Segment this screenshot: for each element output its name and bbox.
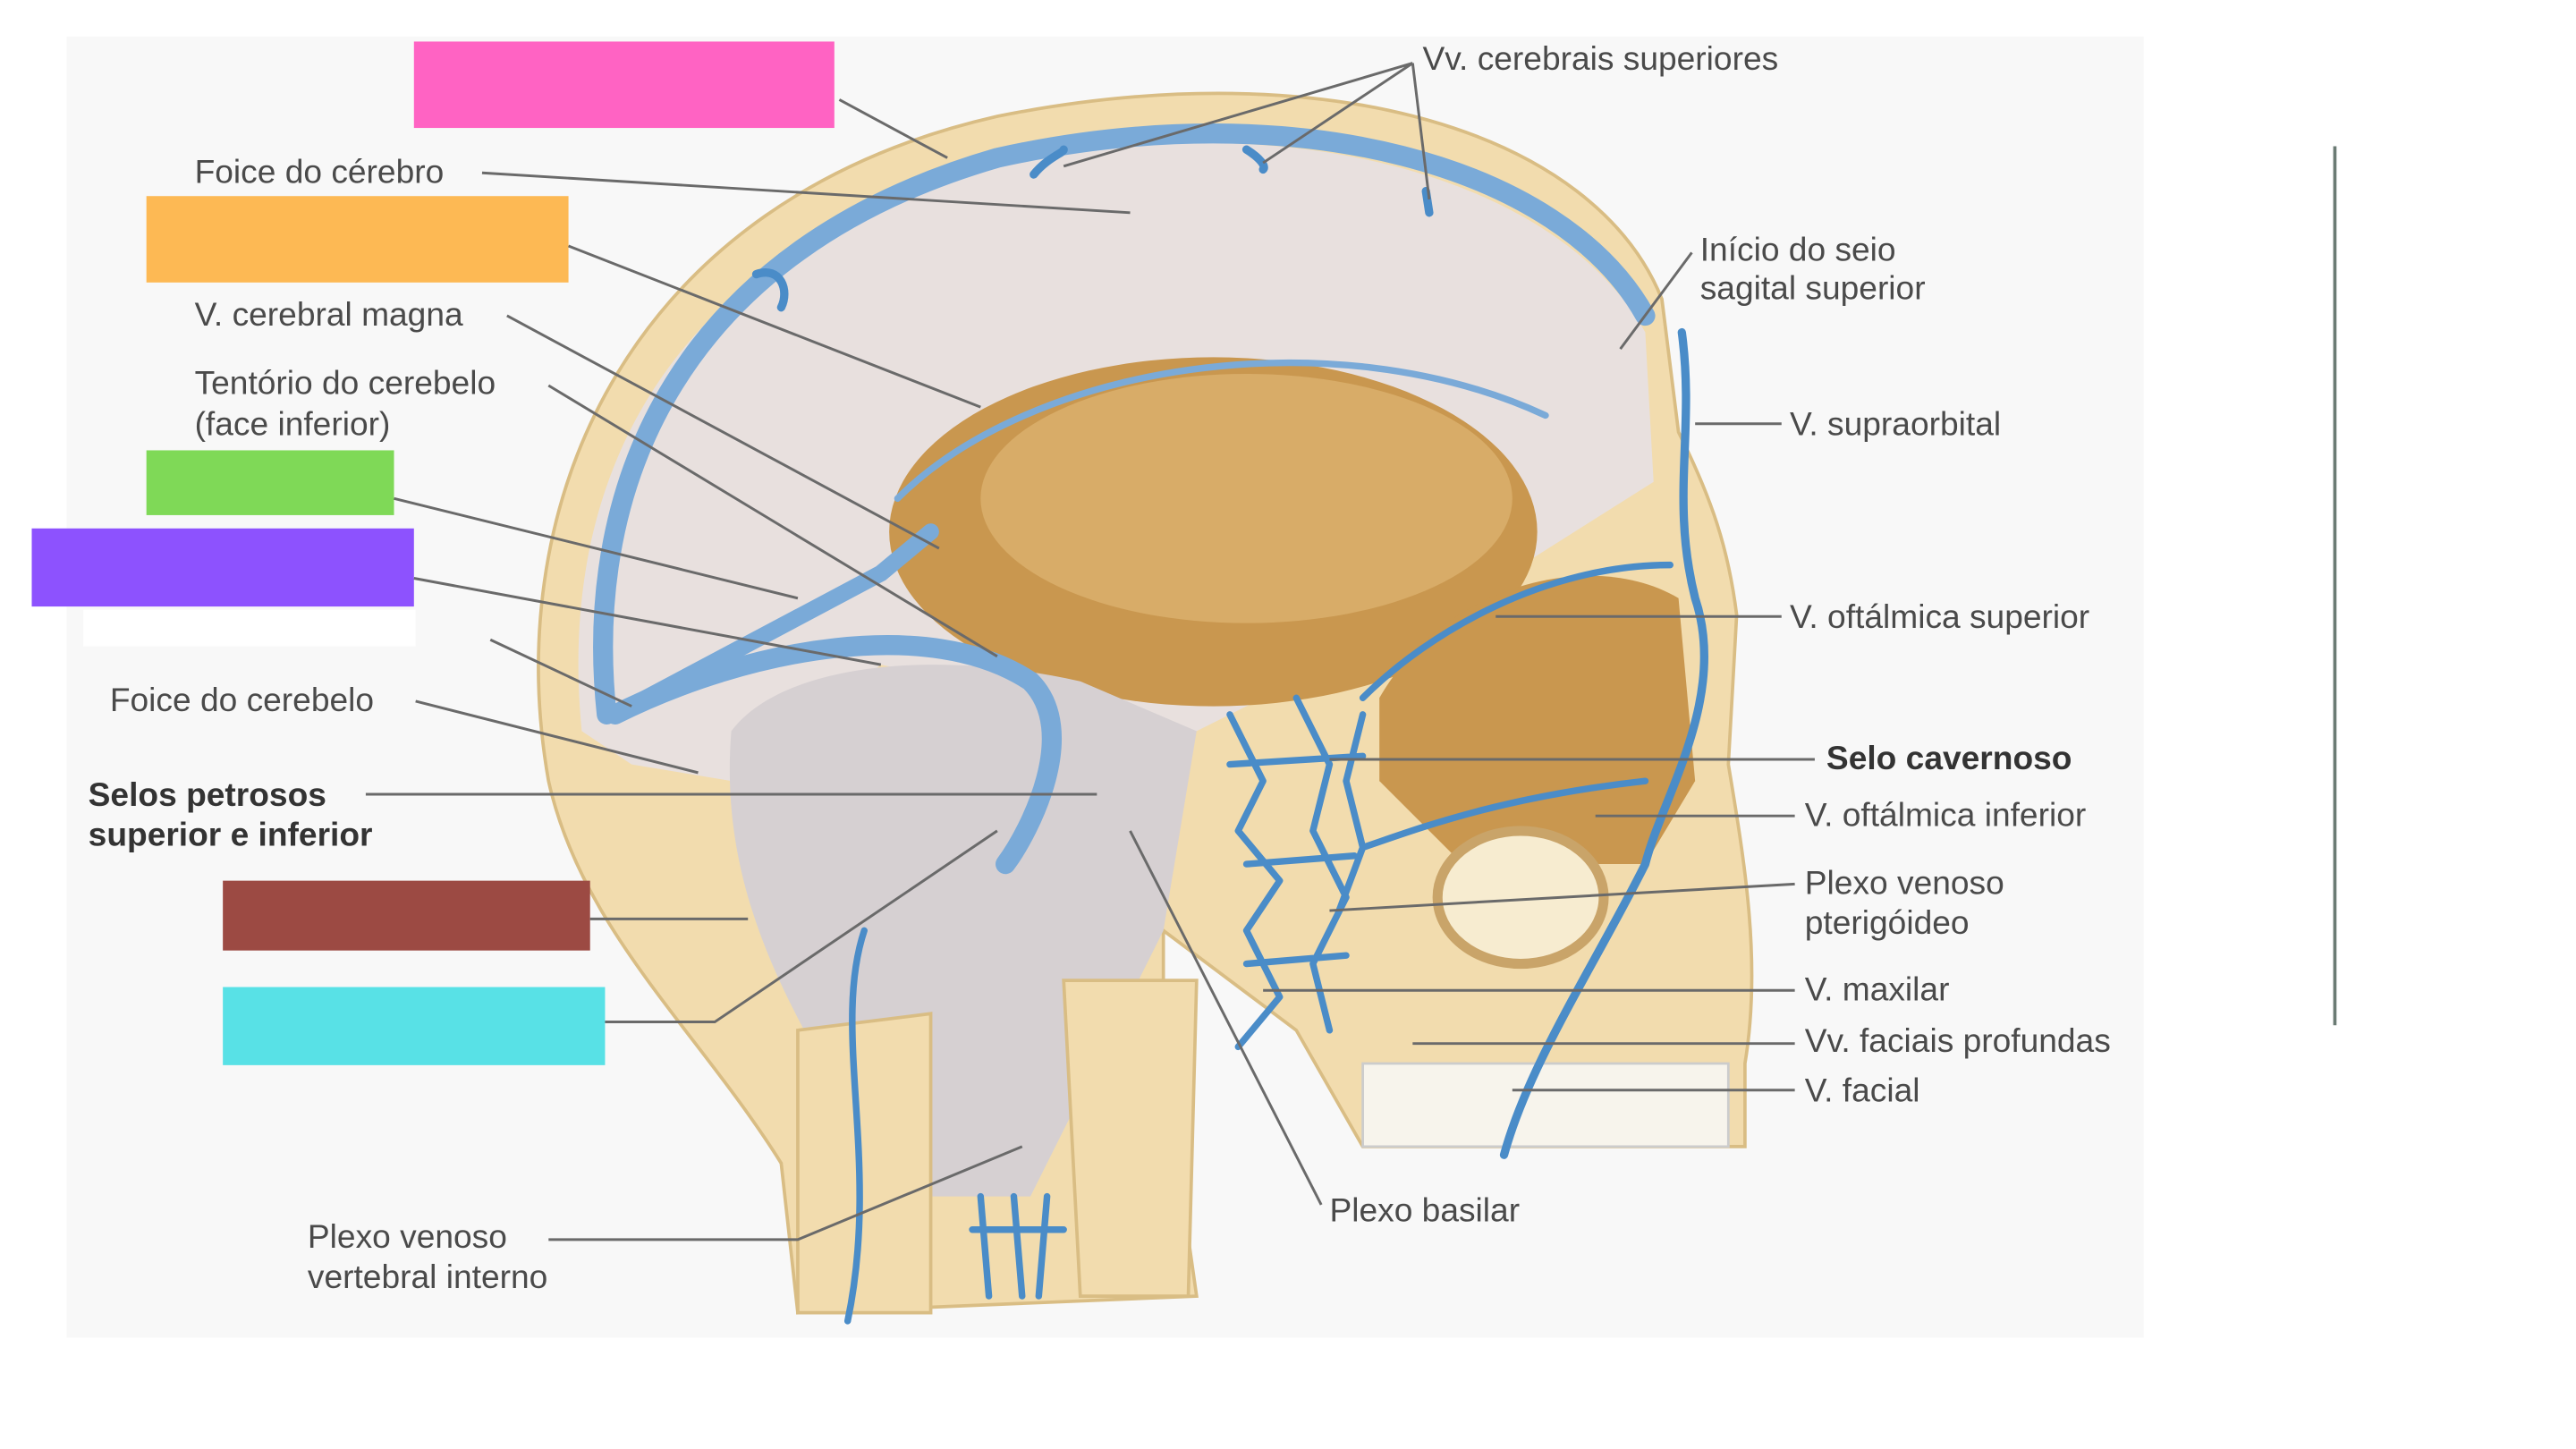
transverse-sinus <box>605 635 1063 875</box>
label-plexo-basilar: Plexo basilar <box>1329 1191 1520 1228</box>
label-tentorio-line1: Tentório do cerebelo <box>195 363 496 401</box>
label-selos-petrosos-line2: superior e inferior <box>89 816 373 853</box>
label-inicio-seio-line2: sagital superior <box>1700 268 1926 306</box>
ophthalmic-vein <box>1359 561 1674 852</box>
label-plexo-vertebral-line1: Plexo venoso <box>308 1217 507 1255</box>
orbit <box>1379 575 1696 865</box>
label-vv-faciais-profundas: Vv. faciais profundas <box>1805 1021 2111 1059</box>
label-selos-petrosos-line1: Selos petrosos <box>89 775 326 813</box>
label-box-orange[interactable] <box>146 196 569 283</box>
label-box-purple[interactable] <box>31 528 414 607</box>
label-box-pink[interactable] <box>413 41 835 129</box>
label-v-facial: V. facial <box>1805 1072 1920 1109</box>
label-plexo-pterigoideo-line1: Plexo venoso <box>1805 863 2004 901</box>
label-plexo-pterigoideo-line2: pterigóideo <box>1805 903 1970 941</box>
label-tentorio-line2: (face inferior) <box>195 405 391 443</box>
label-v-oftalmica-superior: V. oftálmica superior <box>1790 597 2089 635</box>
label-selo-cavernoso: Selo cavernoso <box>1826 739 2072 776</box>
label-v-supraorbital: V. supraorbital <box>1790 405 2001 443</box>
inferior-sagittal-sinus <box>894 360 1549 503</box>
cervical-vertebrae <box>796 979 1199 1315</box>
superior-sagittal-sinus <box>593 123 1656 724</box>
teeth <box>1361 1062 1730 1148</box>
vertebral-plexus <box>843 927 1067 1325</box>
veins <box>593 123 1709 1325</box>
superior-cerebral-veins <box>751 145 1434 312</box>
label-foice-do-cerebelo: Foice do cerebelo <box>110 681 374 718</box>
label-box-white[interactable] <box>83 609 416 647</box>
skull-illustration <box>537 91 1754 1315</box>
label-v-maxilar: V. maxilar <box>1805 970 1950 1007</box>
facial-vein <box>1499 327 1709 1159</box>
label-inicio-seio-line1: Início do seio <box>1700 231 1896 268</box>
label-plexo-vertebral-line2: vertebral interno <box>308 1258 547 1295</box>
label-vv-cerebrais-superiores: Vv. cerebrais superiores <box>1422 39 1778 77</box>
label-v-oftalmica-inferior: V. oftálmica inferior <box>1805 795 2086 833</box>
label-box-brown[interactable] <box>223 880 590 951</box>
label-v-cerebral-magna: V. cerebral magna <box>195 295 463 333</box>
maxillary-sinus <box>1432 826 1609 970</box>
leader-lines <box>365 62 1815 1241</box>
cavernous-plexus <box>1226 694 1367 1051</box>
label-foice-do-cerebro: Foice do cérebro <box>195 152 445 190</box>
brain-cavity-highlight <box>980 374 1513 623</box>
label-box-green[interactable] <box>146 450 394 515</box>
label-box-cyan[interactable] <box>223 987 606 1065</box>
